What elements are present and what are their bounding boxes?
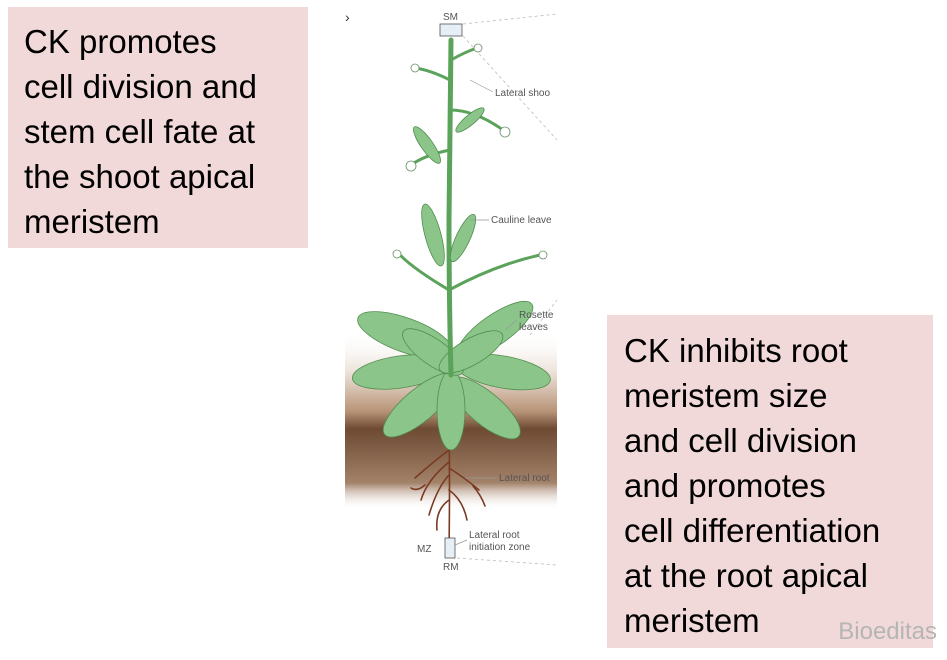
label-lateral-shoot: Lateral shoo	[495, 88, 550, 99]
label-lateral-root: Lateral root	[499, 473, 550, 484]
root-text-line: meristem	[624, 602, 760, 639]
label-leaves: leaves	[519, 322, 548, 333]
watermark: Bioeditas	[838, 618, 937, 645]
root-text-line: meristem size	[624, 377, 828, 414]
shoot-text-line: CK promotes	[24, 23, 217, 60]
label-lateral-root-initiation: Lateral root	[469, 530, 520, 541]
rosette-leaves	[352, 301, 551, 451]
label-rm: RM	[443, 562, 459, 573]
shoot-meristem-box	[439, 23, 463, 37]
label-cauline-leaves: Cauline leave	[491, 215, 552, 226]
label-sm: SM	[443, 12, 458, 23]
cauline-leaves	[413, 107, 485, 267]
root-meristem-box	[444, 537, 456, 559]
root-text-line: at the root apical	[624, 557, 868, 594]
shoot-text-line: meristem	[24, 203, 160, 240]
root-text-line: cell differentiation	[624, 512, 881, 549]
root-system	[410, 419, 486, 553]
corner-marker: ›	[345, 9, 350, 25]
root-text-line: CK inhibits root	[624, 332, 848, 369]
root-text-line: and cell division	[624, 422, 857, 459]
label-initiation-zone: initiation zone	[469, 542, 531, 553]
guide-lines	[456, 13, 557, 566]
shoot-meristem-textbox: CK promotes cell division and stem cell …	[8, 7, 308, 248]
root-meristem-textbox: CK inhibits root meristem size and cell …	[607, 315, 933, 648]
shoot-text-line: the shoot apical	[24, 158, 256, 195]
lateral-shoots	[398, 46, 542, 292]
main-stem	[446, 37, 454, 378]
shoot-text-line: cell division and	[24, 68, 257, 105]
root-text-line: and promotes	[624, 467, 826, 504]
label-rosette: Rosette	[519, 310, 554, 321]
shoot-text-line: stem cell fate at	[24, 113, 256, 150]
arabidopsis-plant-diagram: ›	[345, 9, 557, 573]
flowers	[392, 43, 548, 260]
label-mz: MZ	[417, 544, 431, 555]
